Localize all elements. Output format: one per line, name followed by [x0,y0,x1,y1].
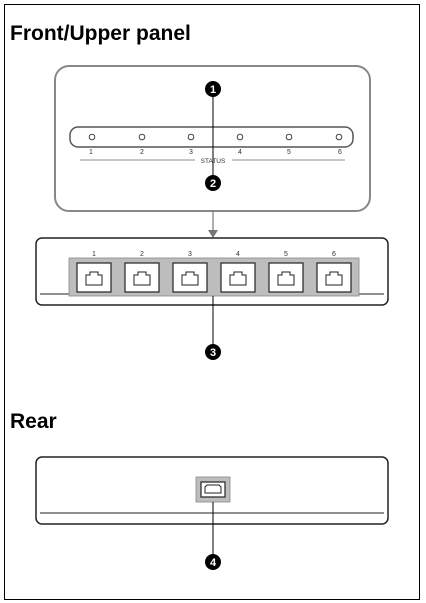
usb-port [195,476,231,503]
status-leds [88,133,343,141]
callout-1-badge [205,81,221,97]
status-led-label-1: 1 [89,149,93,156]
port-label-5: 5 [284,251,288,258]
lan-port-2 [124,262,160,293]
lan-ports [76,262,352,293]
status-led-label-3: 3 [189,149,193,156]
port-block [68,257,360,297]
callout-2-number: 2 [210,178,216,190]
callout-3-badge [205,344,221,360]
port-label-4: 4 [236,251,240,258]
usb-port-tongue [204,484,222,494]
front-upper-panel-heading: Front/Upper panel [10,22,191,45]
rear-heading: Rear [10,410,57,433]
figure-frame [4,4,420,600]
rear-device [35,456,389,525]
status-led-4 [236,133,244,141]
callout-1: 1 [205,81,221,97]
port-labels: 1 2 3 4 5 6 [92,251,336,258]
status-led-label-5: 5 [287,149,291,156]
lan-port-3 [172,262,208,293]
callout-2-badge [205,175,221,191]
callout-4-badge [205,554,221,570]
status-led-5 [285,133,293,141]
status-led-label-2: 2 [140,149,144,156]
callout-4-number: 4 [210,557,217,569]
status-led-2 [138,133,146,141]
callout-2: 2 [205,175,221,191]
callout-4: 4 [205,554,221,570]
port-label-2: 2 [140,251,144,258]
lan-port-5 [268,262,304,293]
view-arrow-head [208,230,218,238]
port-label-1: 1 [92,251,96,258]
port-label-6: 6 [332,251,336,258]
status-led-label-6: 6 [338,149,342,156]
status-led-3 [187,133,195,141]
front-device: 1 2 3 4 5 6 [35,237,389,306]
status-led-6 [335,133,343,141]
lan-port-1 [76,262,112,293]
status-led-labels: 1 2 3 4 5 6 [89,149,342,156]
status-led-strip [69,126,354,148]
lan-port-4 [220,262,256,293]
lan-port-6 [316,262,352,293]
status-led-1 [88,133,96,141]
status-led-label-4: 4 [238,149,242,156]
port-label-3: 3 [188,251,192,258]
callout-1-number: 1 [210,84,216,96]
callout-3: 3 [205,344,221,360]
callout-3-number: 3 [210,347,216,359]
